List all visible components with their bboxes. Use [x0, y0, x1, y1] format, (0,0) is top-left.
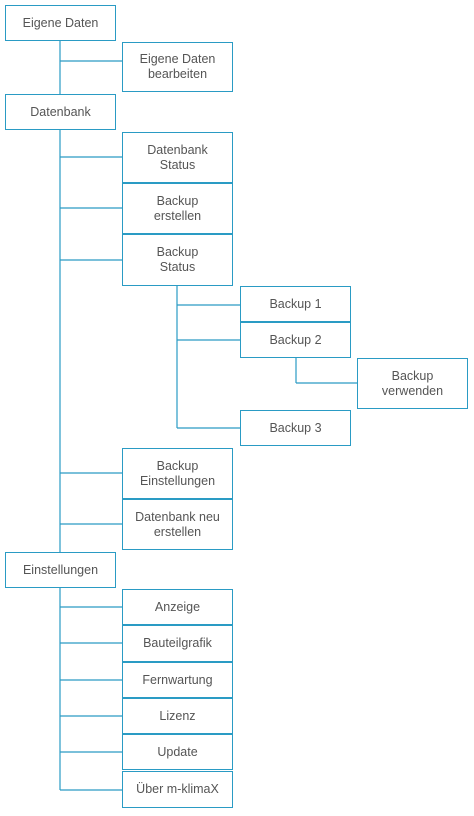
- node-backup-verwenden: Backup verwenden: [357, 358, 468, 409]
- node-backup-status: Backup Status: [122, 234, 233, 286]
- node-backup-1: Backup 1: [240, 286, 351, 322]
- node-backup-erstellen: Backup erstellen: [122, 183, 233, 234]
- node-eigene-daten: Eigene Daten: [5, 5, 116, 41]
- node-eigene-daten-bearbeiten: Eigene Daten bearbeiten: [122, 42, 233, 92]
- node-backup-3: Backup 3: [240, 410, 351, 446]
- node-bauteilgrafik: Bauteilgrafik: [122, 625, 233, 662]
- node-fernwartung: Fernwartung: [122, 662, 233, 698]
- node-einstellungen: Einstellungen: [5, 552, 116, 588]
- node-datenbank: Datenbank: [5, 94, 116, 130]
- node-lizenz: Lizenz: [122, 698, 233, 734]
- node-anzeige: Anzeige: [122, 589, 233, 625]
- node-update: Update: [122, 734, 233, 770]
- node-backup-einstellungen: Backup Einstellungen: [122, 448, 233, 499]
- node-ueber-m-klimax: Über m-klimaX: [122, 771, 233, 808]
- node-datenbank-neu-erstellen: Datenbank neu erstellen: [122, 499, 233, 550]
- node-backup-2: Backup 2: [240, 322, 351, 358]
- node-datenbank-status: Datenbank Status: [122, 132, 233, 183]
